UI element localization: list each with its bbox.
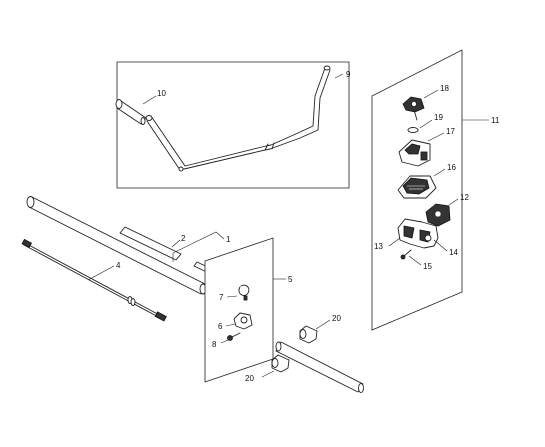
- handle-grip: [115, 99, 147, 125]
- lower-housing: [397, 175, 437, 199]
- callout-7: 7: [219, 293, 224, 302]
- callout-10: 10: [157, 89, 166, 98]
- callout-8: 8: [212, 340, 217, 349]
- clamp-bracket: [233, 312, 253, 330]
- callout-4: 4: [116, 261, 121, 270]
- callout-14: 14: [449, 248, 458, 257]
- callout-13: 13: [374, 242, 383, 251]
- callout-11: 11: [491, 116, 500, 125]
- callout-9: 9: [346, 70, 351, 79]
- callout-15: 15: [423, 262, 432, 271]
- control-panel: 11 18 19 17 16 12: [371, 49, 500, 331]
- main-shaft: [26, 196, 207, 295]
- callout-12: 12: [460, 193, 469, 202]
- callout-19: 19: [434, 113, 443, 122]
- clamp-ring: [238, 284, 250, 301]
- washer: [407, 127, 419, 133]
- trigger-block: [425, 203, 451, 227]
- clamp-bolt: [400, 249, 412, 260]
- callout-16: 16: [447, 163, 456, 172]
- bushing-upper: [299, 325, 318, 344]
- callout-6: 6: [218, 322, 223, 331]
- drive-shaft: [21, 238, 167, 322]
- callout-5: 5: [288, 275, 293, 284]
- handlebar-panel: 10 9: [115, 61, 351, 189]
- knob: [402, 96, 425, 121]
- bracket-bolt: [227, 332, 241, 341]
- callout-18: 18: [440, 84, 449, 93]
- callout-17: 17: [446, 127, 455, 136]
- callout-2: 2: [181, 234, 186, 243]
- lower-tube: [275, 341, 364, 393]
- callout-20-lower: 20: [245, 374, 254, 383]
- label-decal: [119, 226, 182, 261]
- callout-1: 1: [226, 235, 231, 244]
- callout-20-upper: 20: [332, 314, 341, 323]
- handlebar: [145, 65, 331, 172]
- upper-housing: [398, 139, 431, 167]
- bushing-lower: [271, 354, 290, 373]
